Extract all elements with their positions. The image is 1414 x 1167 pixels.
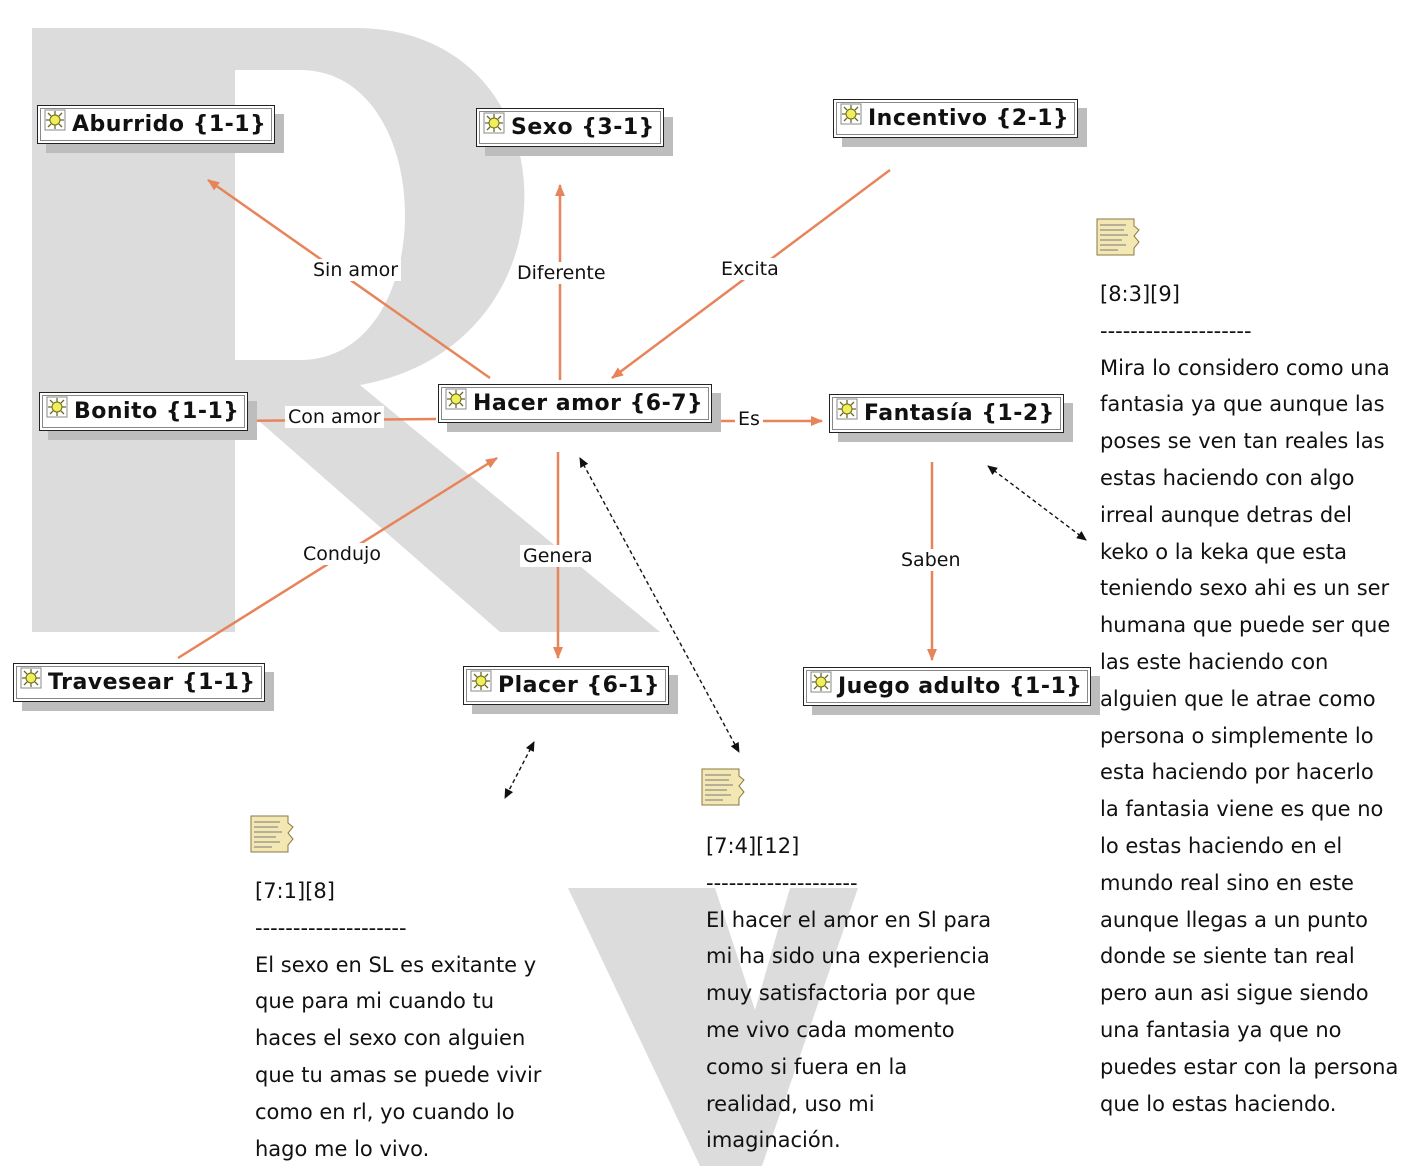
quote-line: alguien que le atrae como [1100,686,1376,711]
quote-line: fantasia ya que aunque las [1100,392,1385,417]
quote-line: haces el sexo con alguien [255,1026,526,1051]
watermark-letter-v [568,888,858,1166]
code-label: Incentivo {2-1} [868,106,1070,131]
code-node-incentivo[interactable]: Incentivo {2-1} [833,99,1079,138]
label-diferente: Diferente [514,262,609,284]
code-node-placer[interactable]: Placer {6-1} [463,666,670,705]
quote-line: como en rl, yo cuando lo [255,1099,515,1124]
quote-line: que lo estas haciendo. [1100,1091,1337,1116]
quote-line: muy satisfactoria por que [706,981,976,1006]
code-star-icon [470,670,492,691]
quote-line: realidad, uso mi [706,1091,875,1116]
code-node-hacer-amor[interactable]: Hacer amor {6-7} [438,384,713,423]
quote-line: pero aun asi sigue siendo [1100,981,1369,1006]
quote-line: las este haciendo con [1100,649,1329,674]
quote-reference: [7:4][12] [706,834,800,858]
quote-8-3: [8:3][9] -------------------- Mira lo co… [1100,276,1398,1122]
code-star-icon [44,109,66,130]
label-es: Es [735,408,763,430]
quote-line: teniendo sexo ahi es un ser [1100,576,1390,601]
code-node-bonito[interactable]: Bonito {1-1} [39,392,249,431]
quote-reference: [7:1][8] [255,879,335,903]
quote-line: me vivo cada momento [706,1017,955,1042]
code-label: Sexo {3-1} [511,115,655,140]
quote-line: persona o simplemente lo [1100,723,1374,748]
label-genera: Genera [520,545,596,567]
code-star-icon [445,388,467,409]
quote-line: que tu amas se puede vivir [255,1062,542,1087]
quote-separator: -------------------- [255,915,407,940]
code-label: Bonito {1-1} [74,399,240,424]
quote-line: Mira lo considero como una [1100,355,1390,380]
code-label: Placer {6-1} [498,673,661,698]
link-hacer-amor-quote [579,457,740,753]
code-star-icon [483,112,505,133]
quote-line: esta haciendo por hacerlo [1100,760,1374,785]
memo-note-icon[interactable] [1096,218,1140,256]
code-node-travesear[interactable]: Travesear {1-1} [13,663,265,702]
code-label: Travesear {1-1} [48,670,256,695]
quote-separator: -------------------- [1100,318,1252,343]
code-label: Hacer amor {6-7} [473,391,704,416]
code-node-fantasia[interactable]: Fantasía {1-2} [829,394,1064,433]
memo-note-icon[interactable] [250,815,294,853]
code-star-icon [20,667,42,688]
label-condujo: Condujo [300,543,384,565]
quote-line: lo estas haciendo en el [1100,833,1343,858]
quote-line: poses se ven tan reales las [1100,429,1385,454]
quote-line: una fantasia ya que no [1100,1017,1342,1042]
code-star-icon [46,396,68,417]
watermark-letter-r [32,28,660,632]
link-fantasia-quote [987,465,1087,541]
code-node-juego-adulto[interactable]: Juego adulto {1-1} [803,667,1092,706]
label-sin-amor: Sin amor [310,259,402,281]
quote-reference: [8:3][9] [1100,282,1180,306]
quote-line: imaginación. [706,1128,841,1153]
link-placer-quote [504,741,535,799]
code-star-icon [810,671,832,692]
quote-line: donde se siente tan real [1100,944,1355,969]
quote-line: mundo real sino en este [1100,870,1354,895]
label-saben: Saben [898,549,964,571]
quote-line: El hacer el amor en Sl para [706,907,992,932]
quote-7-1: [7:1][8] -------------------- El sexo en… [255,873,541,1167]
quote-line: como si fuera en la [706,1054,908,1079]
quote-line: puedes estar con la persona [1100,1054,1399,1079]
quote-line: la fantasia viene es que no [1100,797,1384,822]
label-con-amor: Con amor [285,406,384,428]
code-star-icon [836,398,858,419]
quote-line: keko o la keka que esta [1100,539,1348,564]
quote-separator: -------------------- [706,870,858,895]
code-node-aburrido[interactable]: Aburrido {1-1} [37,105,276,144]
memo-note-icon[interactable] [701,768,745,806]
code-label: Juego adulto {1-1} [838,674,1083,699]
quote-line: aunque llegas a un punto [1100,907,1368,932]
quote-7-4: [7:4][12] -------------------- El hacer … [706,828,991,1159]
quote-line: irreal aunque detras del [1100,502,1352,527]
code-star-icon [840,103,862,124]
quote-line: El sexo en SL es exitante y [255,952,537,977]
code-node-sexo[interactable]: Sexo {3-1} [476,108,664,147]
quote-line: hago me lo vivo. [255,1136,430,1161]
label-excita: Excita [718,258,782,280]
code-label: Fantasía {1-2} [864,401,1055,426]
quote-line: humana que puede ser que [1100,613,1391,638]
quote-line: estas haciendo con algo [1100,465,1355,490]
quote-line: mi ha sido una experiencia [706,944,990,969]
quote-line: que para mi cuando tu [255,989,495,1014]
code-label: Aburrido {1-1} [72,112,267,137]
